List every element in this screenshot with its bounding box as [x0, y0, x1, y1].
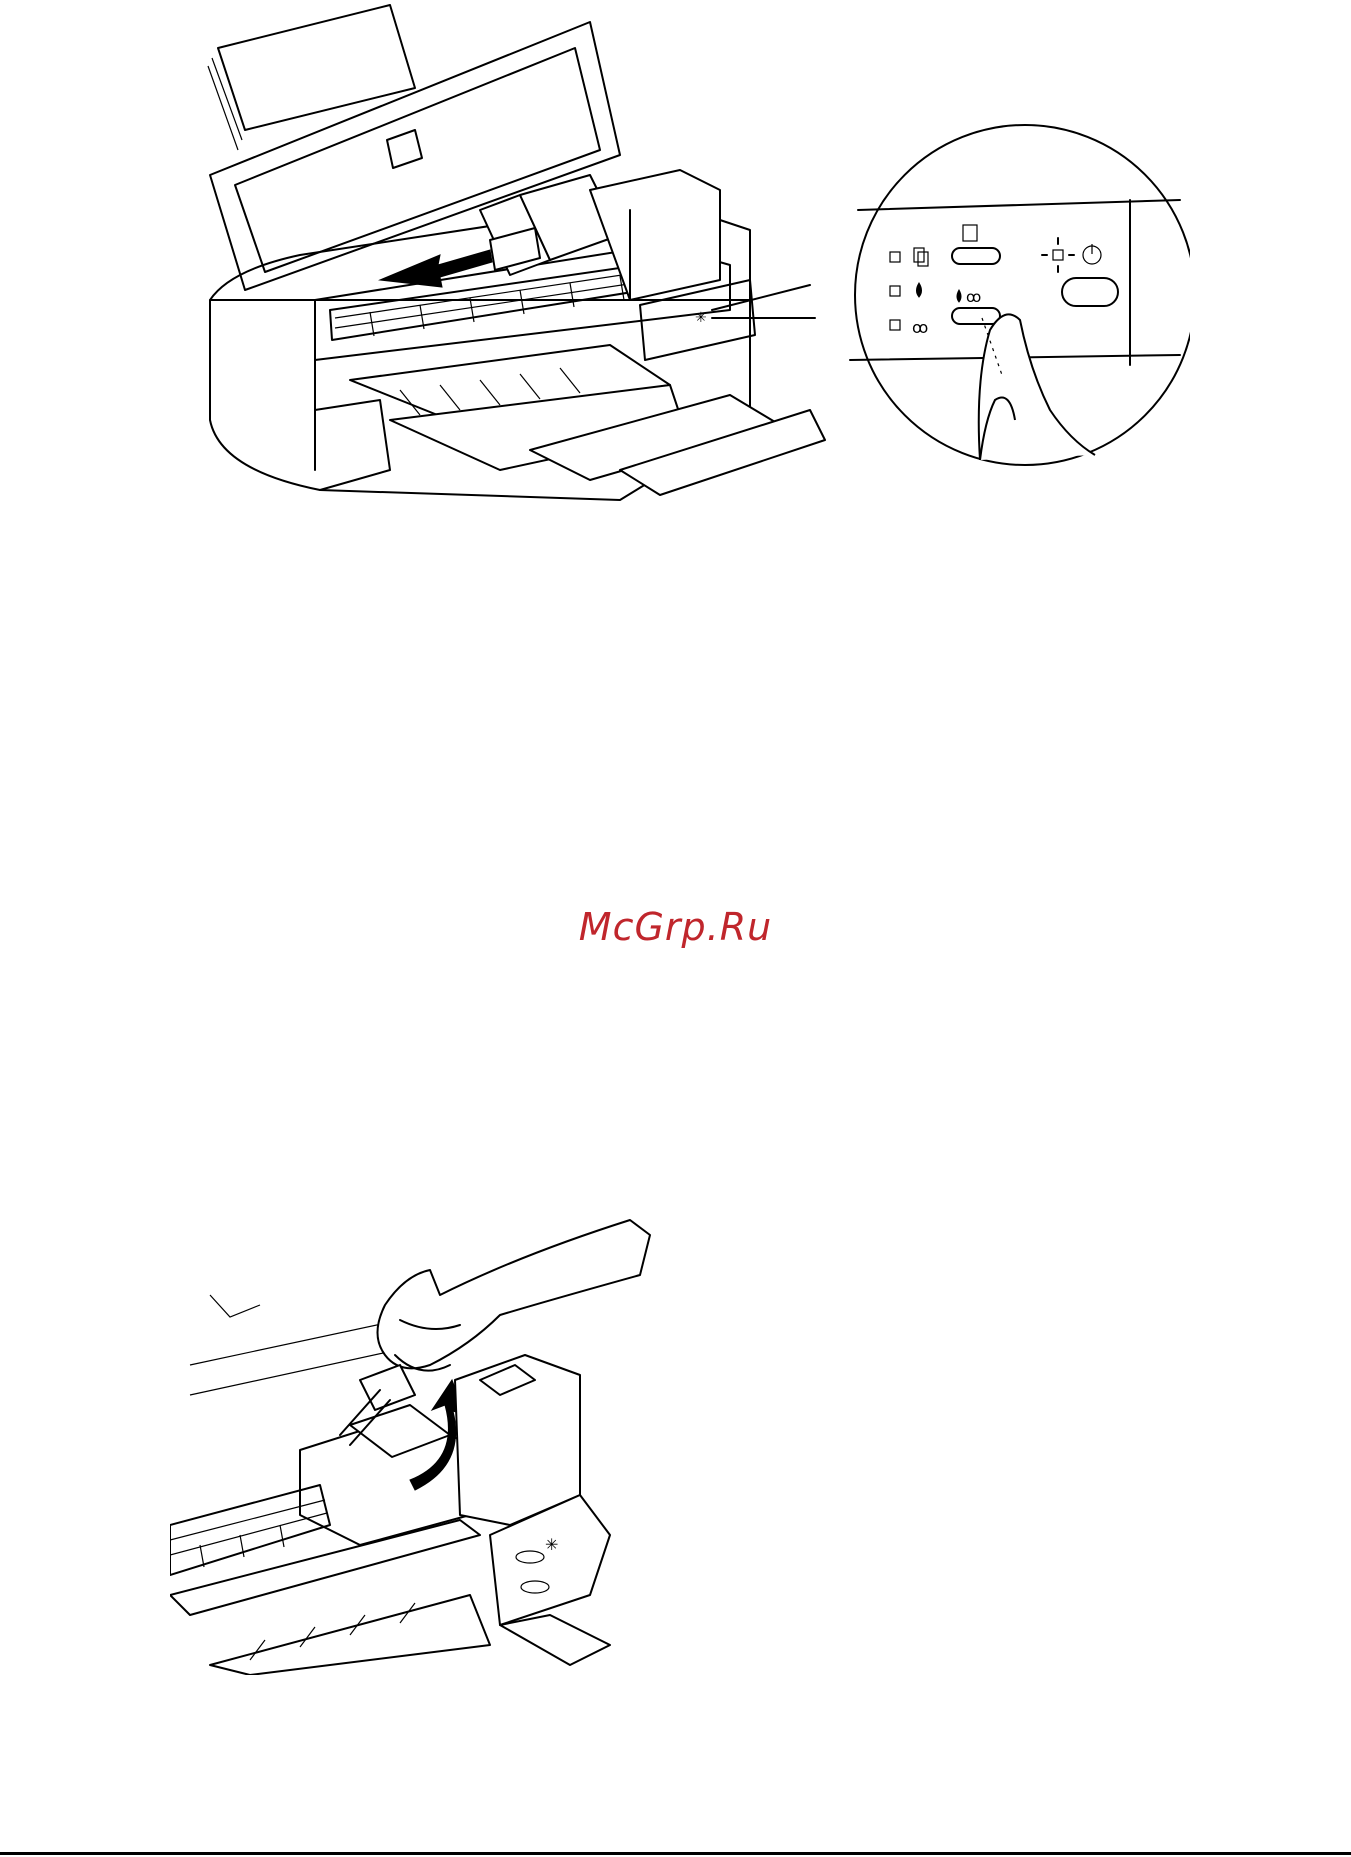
cleaning-button-icon: ꝏ — [966, 288, 981, 306]
movement-arrow-icon — [380, 250, 492, 287]
footer-rule — [0, 1852, 1351, 1855]
hand-icon — [378, 1220, 651, 1371]
load-eject-button — [952, 248, 1000, 264]
printer-illustration-bottom: ✳ — [170, 1195, 710, 1675]
power-light-blink-icon: ✳ — [545, 1535, 558, 1554]
power-button — [1062, 278, 1118, 306]
panel-sparkle-icon: ✳ — [695, 310, 707, 326]
control-panel-callout: ꝏ ꝏ — [850, 125, 1190, 465]
printer-illustration-top: ✳ ꝏ ꝏ — [190, 0, 1190, 520]
cleaning-button — [952, 308, 1000, 324]
svg-text:ꝏ: ꝏ — [912, 318, 928, 337]
watermark-text: McGrp.Ru — [0, 905, 1351, 949]
